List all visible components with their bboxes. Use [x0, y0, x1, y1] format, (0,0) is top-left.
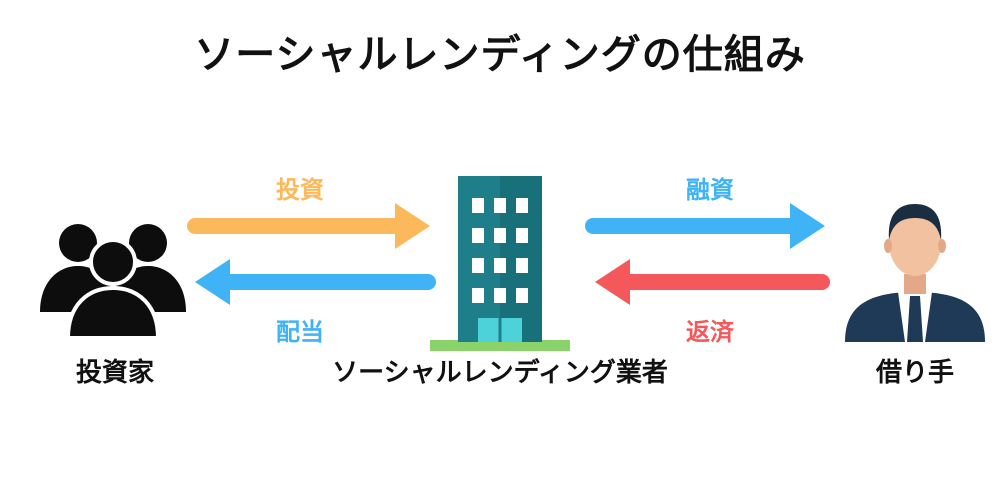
invest-label: 投資	[276, 176, 324, 204]
repay-arrow	[595, 259, 830, 305]
invest-arrow	[187, 203, 430, 249]
platform-label: ソーシャルレンディング業者	[332, 358, 668, 388]
dividend-arrow	[195, 259, 436, 305]
loan-label: 融資	[686, 176, 734, 204]
investor-label: 投資家	[75, 358, 154, 388]
office-building-icon	[430, 176, 570, 351]
loan-arrow	[585, 203, 825, 249]
repay-label: 返済	[686, 318, 734, 346]
businessman-icon	[845, 204, 985, 342]
group-of-people-icon	[40, 224, 186, 340]
dividend-label: 配当	[276, 318, 324, 346]
page-title: ソーシャルレンディングの仕組み	[194, 32, 806, 78]
borrower-label: 借り手	[875, 358, 954, 388]
